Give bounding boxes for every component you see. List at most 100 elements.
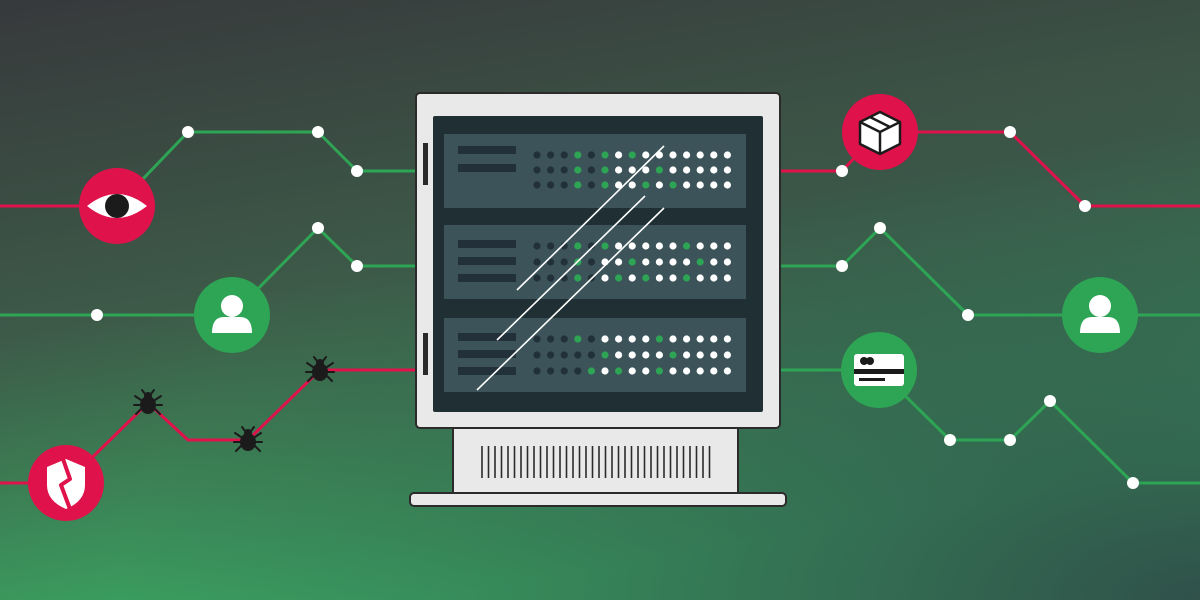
status-led [574, 274, 582, 282]
status-led [587, 335, 596, 343]
status-led [560, 242, 568, 250]
status-led [615, 274, 623, 282]
status-led [642, 351, 650, 359]
status-led [533, 166, 541, 174]
glass-reflection [476, 145, 665, 391]
status-led [560, 151, 568, 159]
status-led [655, 351, 664, 359]
user-icon [1062, 277, 1138, 353]
status-led [547, 151, 555, 159]
status-led [683, 151, 691, 159]
node [1127, 477, 1139, 489]
drive-slot [458, 367, 516, 375]
node [351, 165, 363, 177]
status-led [560, 351, 568, 359]
status-led [696, 151, 704, 159]
status-led [628, 151, 636, 159]
node [1079, 200, 1091, 212]
status-led [710, 151, 718, 159]
status-led [547, 335, 555, 343]
status-led [547, 367, 555, 375]
status-led [669, 181, 677, 189]
status-led [710, 258, 718, 266]
status-led [574, 351, 582, 359]
eye-icon [79, 168, 155, 244]
status-led [615, 181, 623, 189]
node [312, 126, 324, 138]
status-led [642, 151, 650, 159]
status-led [696, 335, 704, 343]
status-led [615, 335, 623, 343]
status-led [642, 258, 650, 266]
node [874, 222, 886, 234]
status-led [669, 258, 677, 266]
status-led [696, 258, 704, 266]
bug-icon [133, 389, 163, 415]
status-led [628, 242, 636, 250]
status-led [723, 151, 732, 159]
status-led [587, 151, 596, 159]
status-led [723, 242, 732, 250]
node [836, 165, 848, 177]
status-led [628, 258, 636, 266]
status-led [655, 242, 664, 250]
status-led [587, 351, 596, 359]
status-led [547, 166, 555, 174]
status-led [683, 181, 691, 189]
status-led [628, 166, 636, 174]
status-led [642, 242, 650, 250]
status-led [669, 242, 677, 250]
status-led [615, 151, 623, 159]
status-led [696, 274, 704, 282]
status-led [560, 367, 568, 375]
status-led [696, 351, 704, 359]
status-led [601, 166, 609, 174]
status-led [723, 274, 732, 282]
shield-icon [28, 445, 104, 521]
status-led [710, 242, 718, 250]
status-led [655, 335, 664, 343]
status-led [574, 166, 582, 174]
handle-left-top [423, 143, 428, 185]
status-led [587, 181, 596, 189]
status-led [655, 274, 664, 282]
drive-slot [458, 146, 516, 154]
status-led [615, 242, 623, 250]
status-led [628, 367, 636, 375]
drive-slot [458, 274, 516, 282]
bug-icon [233, 426, 263, 452]
credit-card-icon [841, 332, 917, 408]
line-nodes [91, 126, 1139, 489]
status-led [710, 181, 718, 189]
handle-left-bottom [423, 333, 428, 375]
status-led [628, 351, 636, 359]
status-led [601, 367, 609, 375]
status-led [547, 181, 555, 189]
status-led [710, 351, 718, 359]
status-led [683, 351, 691, 359]
status-led [710, 367, 718, 375]
server-stand [409, 492, 787, 507]
status-led [533, 274, 541, 282]
status-led [683, 166, 691, 174]
status-led [655, 367, 664, 375]
node [836, 260, 848, 272]
status-led [533, 335, 541, 343]
status-led [723, 181, 732, 189]
status-led [601, 151, 609, 159]
status-led [655, 166, 664, 174]
node [351, 260, 363, 272]
status-led [533, 351, 541, 359]
status-led [615, 351, 623, 359]
status-led [587, 258, 596, 266]
node [1044, 395, 1056, 407]
status-led [642, 335, 650, 343]
status-led [696, 166, 704, 174]
status-led [655, 181, 664, 189]
node [312, 222, 324, 234]
status-led [669, 274, 677, 282]
status-led [642, 166, 650, 174]
status-led [683, 367, 691, 375]
node [1004, 126, 1016, 138]
